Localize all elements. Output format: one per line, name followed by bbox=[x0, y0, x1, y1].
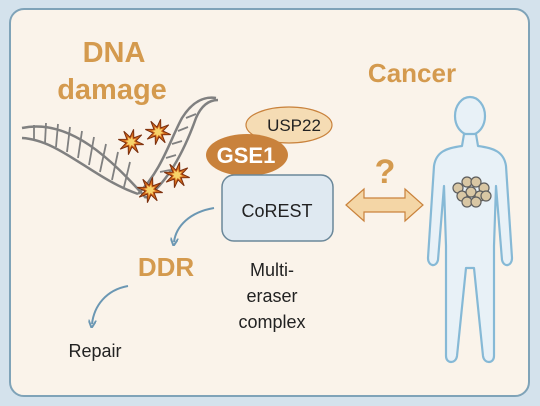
usp22-label: USP22 bbox=[267, 116, 321, 135]
damage-burst-icon bbox=[145, 119, 171, 145]
question-mark: ? bbox=[375, 153, 396, 191]
usp22-node bbox=[245, 106, 333, 144]
dna-double-helix-icon bbox=[21, 96, 219, 199]
dna-rung bbox=[123, 161, 131, 188]
damage-burst-icon bbox=[137, 177, 163, 203]
multi-eraser-line3: complex bbox=[238, 312, 305, 332]
cancer-title: Cancer bbox=[368, 58, 456, 88]
arrow-ddr-to-repair bbox=[92, 285, 129, 324]
dna-rung bbox=[165, 154, 177, 159]
dna-rung bbox=[185, 113, 197, 119]
tumor-cell bbox=[480, 190, 492, 202]
gse1-label: GSE1 bbox=[217, 143, 276, 168]
dna-rung bbox=[177, 126, 189, 132]
human-body-icon bbox=[426, 95, 514, 364]
dna-damage-title-line1: DNA bbox=[83, 37, 146, 69]
dna-rung bbox=[88, 136, 95, 166]
tumor-cell bbox=[470, 176, 482, 188]
double-arrow-icon bbox=[345, 187, 424, 223]
dna-damage-title-line2: damage bbox=[57, 74, 167, 106]
multi-eraser-line2: eraser bbox=[246, 286, 297, 306]
corest-node bbox=[221, 174, 334, 242]
dna-rung bbox=[111, 151, 119, 181]
ddr-label: DDR bbox=[138, 252, 195, 282]
arrow-corest-to-ddr bbox=[174, 207, 215, 242]
tumor-cluster-icon bbox=[452, 176, 492, 208]
dna-rung bbox=[66, 126, 71, 153]
damage-burst-icon bbox=[118, 129, 144, 155]
tumor-cell bbox=[465, 186, 477, 198]
dna-rung bbox=[55, 123, 59, 148]
damage-burst-icon bbox=[164, 162, 190, 188]
dna-rung bbox=[99, 143, 107, 173]
gse1-node bbox=[206, 134, 288, 176]
dna-rung bbox=[77, 130, 83, 159]
dna-rung bbox=[44, 122, 47, 144]
dna-rung bbox=[171, 140, 183, 145]
tumor-cell bbox=[470, 196, 482, 208]
dna-rung bbox=[159, 169, 171, 173]
multi-eraser-line1: Multi- bbox=[250, 260, 294, 280]
corest-label: CoREST bbox=[241, 201, 312, 221]
repair-label: Repair bbox=[68, 341, 121, 361]
